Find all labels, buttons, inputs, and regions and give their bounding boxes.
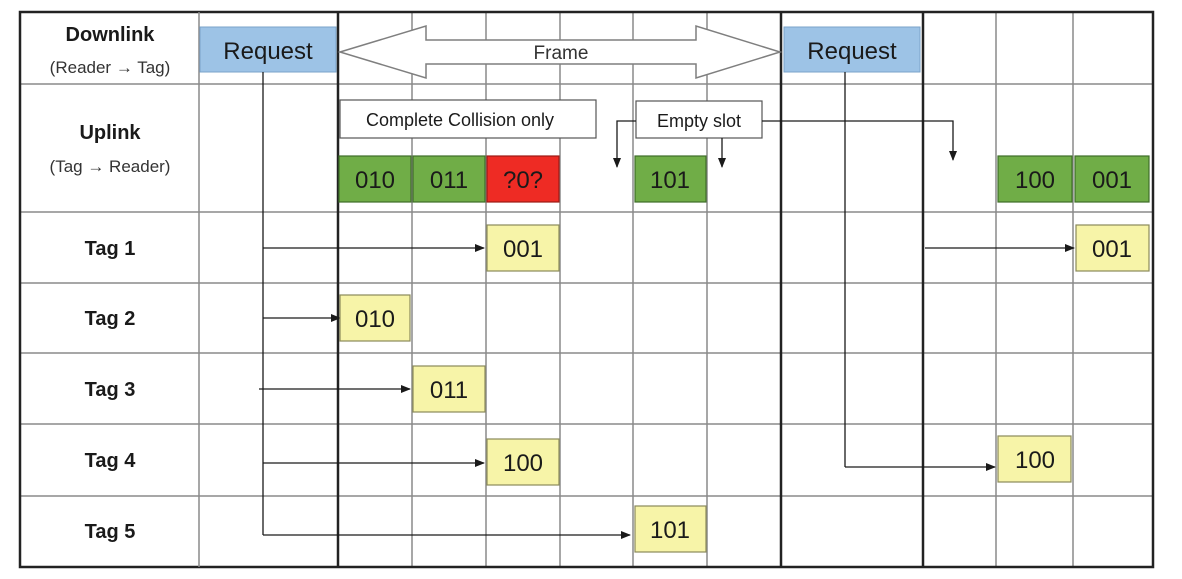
uplink-slot-2-label: 011 xyxy=(430,167,468,194)
request-box-1 xyxy=(199,26,337,73)
tag4-response-1-label: 100 xyxy=(503,450,543,477)
downlink-title: Downlink xyxy=(66,24,156,46)
tag5-label: Tag 5 xyxy=(85,521,136,543)
uplink-slot-r2-2 xyxy=(1074,155,1150,203)
tag3-response-label: 011 xyxy=(430,377,468,404)
tag1-response-1 xyxy=(486,224,560,272)
uplink-slot-1-label: 010 xyxy=(355,167,395,194)
tag5-response xyxy=(634,505,707,553)
tag1-response-2 xyxy=(1075,224,1150,272)
uplink-slot-r2-2-label: 001 xyxy=(1092,167,1132,194)
uplink-slot-5-label: 101 xyxy=(650,167,690,194)
tag4-response-1 xyxy=(486,438,560,486)
tag3-label: Tag 3 xyxy=(85,379,136,401)
tag5-response-label: 101 xyxy=(650,517,690,544)
uplink-slot-5 xyxy=(634,155,707,203)
request-label-2: Request xyxy=(807,38,897,65)
uplink-slot-1 xyxy=(338,155,412,203)
downlink-subtitle: (Reader → Tag) xyxy=(50,58,171,77)
tag2-response-label: 010 xyxy=(355,306,395,333)
tag1-response-2-label: 001 xyxy=(1092,236,1132,263)
annotation-collision-box xyxy=(339,99,597,139)
uplink-slot-3-collision xyxy=(486,155,560,203)
tag4-label: Tag 4 xyxy=(85,450,137,472)
uplink-slot-3-label: ?0? xyxy=(503,167,543,194)
tag4-response-2-label: 100 xyxy=(1015,447,1055,474)
request-label-1: Request xyxy=(223,38,313,65)
annotation-empty: Empty slot xyxy=(657,111,741,131)
frame-double-arrow xyxy=(337,24,783,80)
frame-label: Frame xyxy=(534,43,589,64)
annotation-empty-box xyxy=(635,100,763,139)
tag-response-arrows xyxy=(259,72,1075,539)
uplink-slot-r2-1-label: 100 xyxy=(1015,167,1055,194)
tag1-response-1-label: 001 xyxy=(503,236,543,263)
tag2-label: Tag 2 xyxy=(85,308,136,330)
uplink-subtitle: (Tag → Reader) xyxy=(50,157,171,176)
uplink-slot-2 xyxy=(412,155,486,203)
grid-major xyxy=(18,10,1155,569)
tag1-label: Tag 1 xyxy=(85,238,136,260)
uplink-slot-r2-1 xyxy=(997,155,1073,203)
annotation-collision: Complete Collision only xyxy=(366,110,554,130)
tag3-response xyxy=(412,365,486,413)
tag2-response xyxy=(339,294,411,342)
tag4-response-2 xyxy=(997,435,1072,483)
uplink-title: Uplink xyxy=(79,122,141,144)
request-box-2 xyxy=(783,26,921,73)
grid xyxy=(20,12,1153,567)
empty-slot-arrows xyxy=(613,120,957,168)
